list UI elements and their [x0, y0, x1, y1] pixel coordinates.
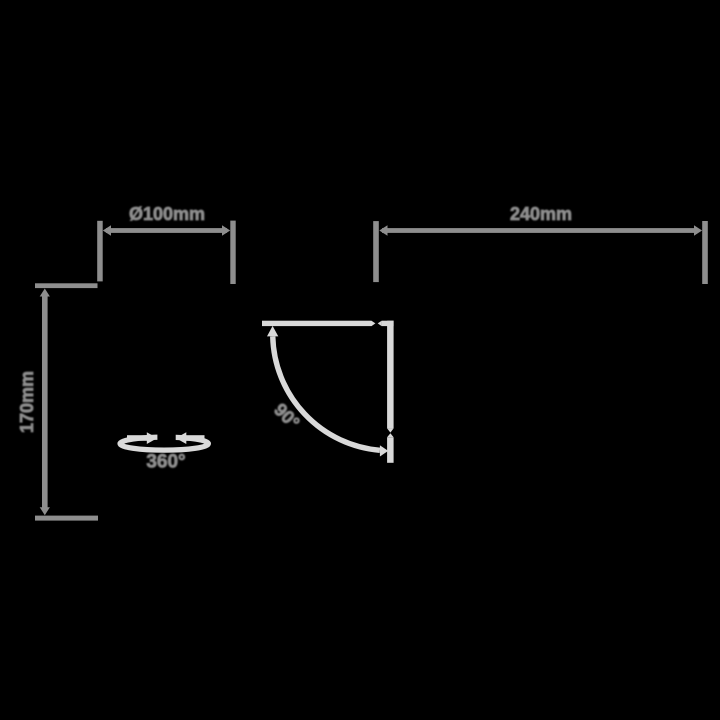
svg-text:Ø100mm: Ø100mm: [129, 204, 205, 224]
svg-text:240mm: 240mm: [510, 204, 572, 224]
svg-text:170mm: 170mm: [17, 371, 37, 433]
svg-text:360°: 360°: [146, 452, 185, 473]
